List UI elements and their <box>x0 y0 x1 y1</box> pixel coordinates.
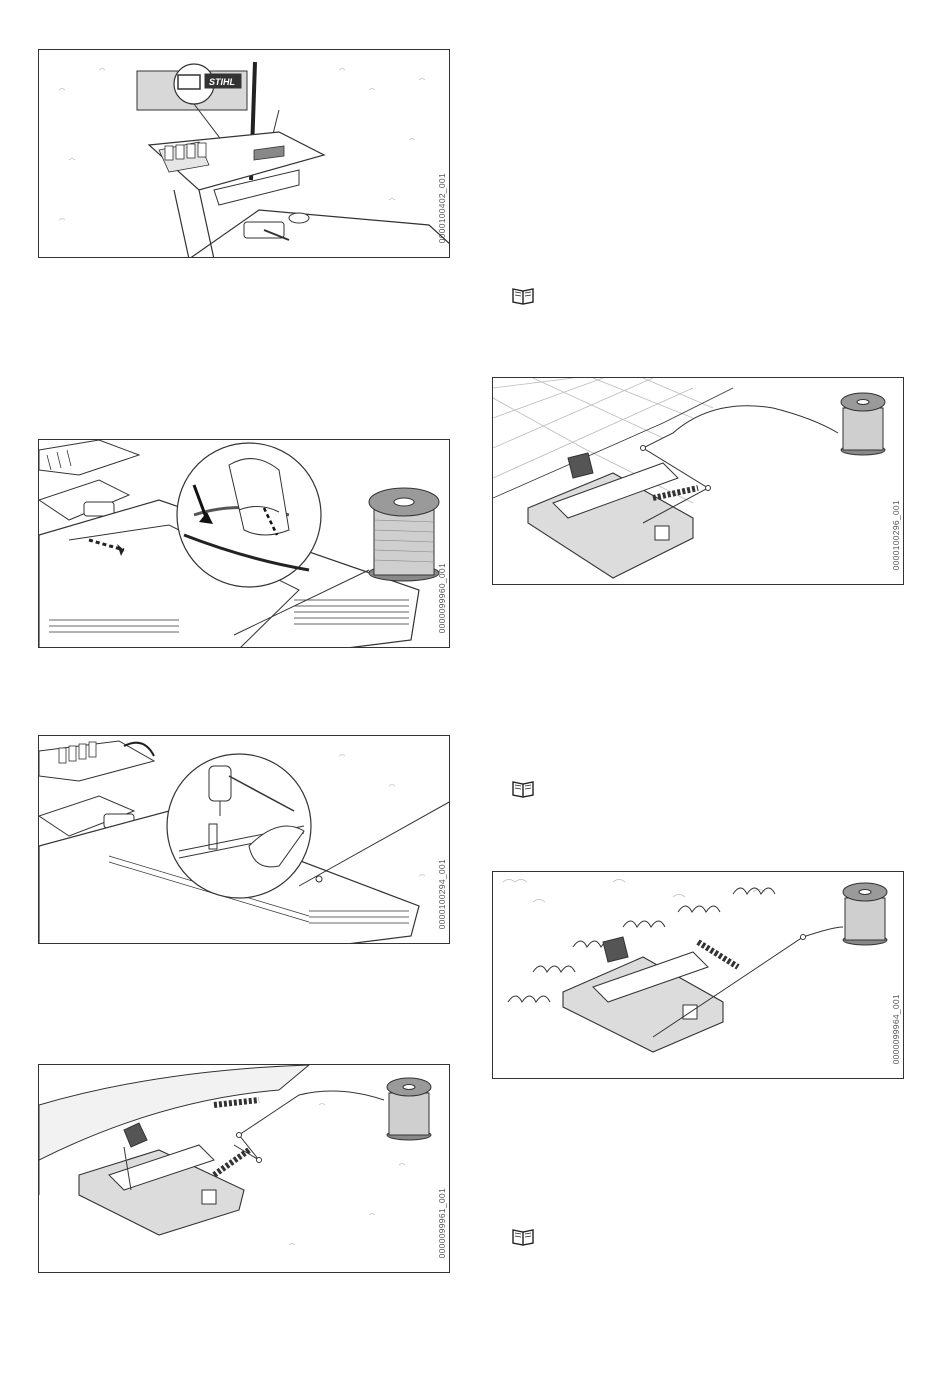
figure-code: 0000099960_001 <box>437 563 447 633</box>
figure-paving-layout: 0000100296_001 <box>492 377 904 585</box>
figure-code: 0000100296_001 <box>891 500 901 570</box>
figure-code: 0000099964_001 <box>891 994 901 1064</box>
stihl-logo: STIHL <box>209 77 235 87</box>
figure-code: 0000099961_001 <box>437 1188 447 1258</box>
illustration-docking-label: STIHL <box>39 50 450 258</box>
figure-docking-label: STIHL 0000100402_001 <box>38 49 450 258</box>
illustration-paving-layout <box>493 378 904 585</box>
book-icon <box>511 286 535 306</box>
book-icon <box>511 1227 535 1247</box>
book-icon <box>511 779 535 799</box>
illustration-flowerbed-layout <box>493 872 904 1079</box>
figure-code: 0000100294_001 <box>437 859 447 929</box>
illustration-wall-layout <box>39 1065 450 1273</box>
illustration-hammer-peg <box>39 736 450 944</box>
figure-hammer-peg: 0000100294_001 <box>38 735 450 944</box>
figure-code: 0000100402_001 <box>437 173 447 243</box>
figure-wire-insert: 0000099960_001 <box>38 439 450 648</box>
figure-wall-layout: 0000099961_001 <box>38 1064 450 1273</box>
illustration-wire-insert <box>39 440 450 648</box>
figure-flowerbed-layout: 0000099964_001 <box>492 871 904 1079</box>
